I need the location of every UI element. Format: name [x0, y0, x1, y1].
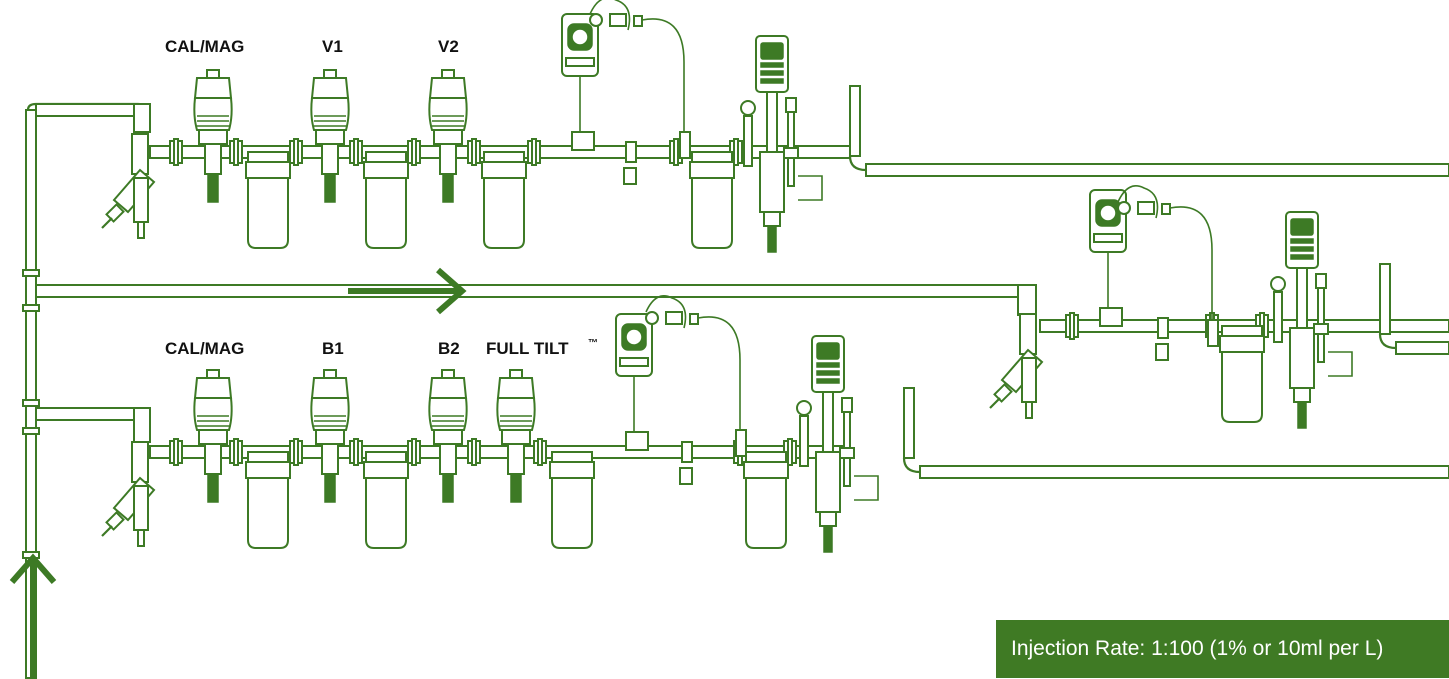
injector-icon	[193, 369, 233, 503]
injector-icon	[193, 69, 233, 203]
filter-icon	[245, 451, 291, 549]
flow-meter-icon	[589, 0, 691, 159]
injection-rate-banner: Injection Rate: 1:100 (1% or 10ml per L)	[996, 620, 1449, 678]
valve-icon	[100, 132, 156, 240]
label-top-1: CAL/MAG	[165, 37, 244, 56]
right-manifold	[988, 184, 1449, 429]
filter-icon	[743, 451, 789, 549]
filter-icon	[1219, 325, 1265, 423]
middle-supply-line	[35, 284, 1037, 316]
filter-icon	[481, 151, 527, 249]
flow-arrow-right-icon	[348, 267, 467, 315]
trademark-mark: ™	[588, 338, 598, 349]
flow-arrow-up-icon	[9, 553, 57, 679]
label-bottom-2: B1	[322, 339, 344, 358]
label-top-2: V1	[322, 37, 343, 56]
controller-icon	[740, 35, 823, 253]
dosing-pump-icon	[615, 313, 653, 451]
label-bottom-1: CAL/MAG	[165, 339, 244, 358]
valve-icon	[100, 440, 156, 548]
filter-icon	[245, 151, 291, 249]
injector-icon	[428, 369, 468, 503]
injector-icon	[310, 69, 350, 203]
top-manifold	[26, 0, 1449, 253]
label-top-3: V2	[438, 37, 459, 56]
controller-icon	[796, 335, 879, 553]
flow-meter-icon	[645, 294, 747, 457]
filter-icon	[549, 451, 595, 549]
injector-icon	[310, 369, 350, 503]
label-bottom-3: B2	[438, 339, 460, 358]
label-bottom-4: FULL TILT	[486, 339, 569, 358]
filter-icon	[363, 151, 409, 249]
valve-icon	[988, 312, 1044, 420]
filter-icon	[363, 451, 409, 549]
dosing-pump-icon	[561, 13, 599, 151]
bottom-manifold	[35, 294, 1449, 553]
injector-icon	[496, 369, 536, 503]
injector-icon	[428, 69, 468, 203]
filter-icon	[689, 151, 735, 249]
